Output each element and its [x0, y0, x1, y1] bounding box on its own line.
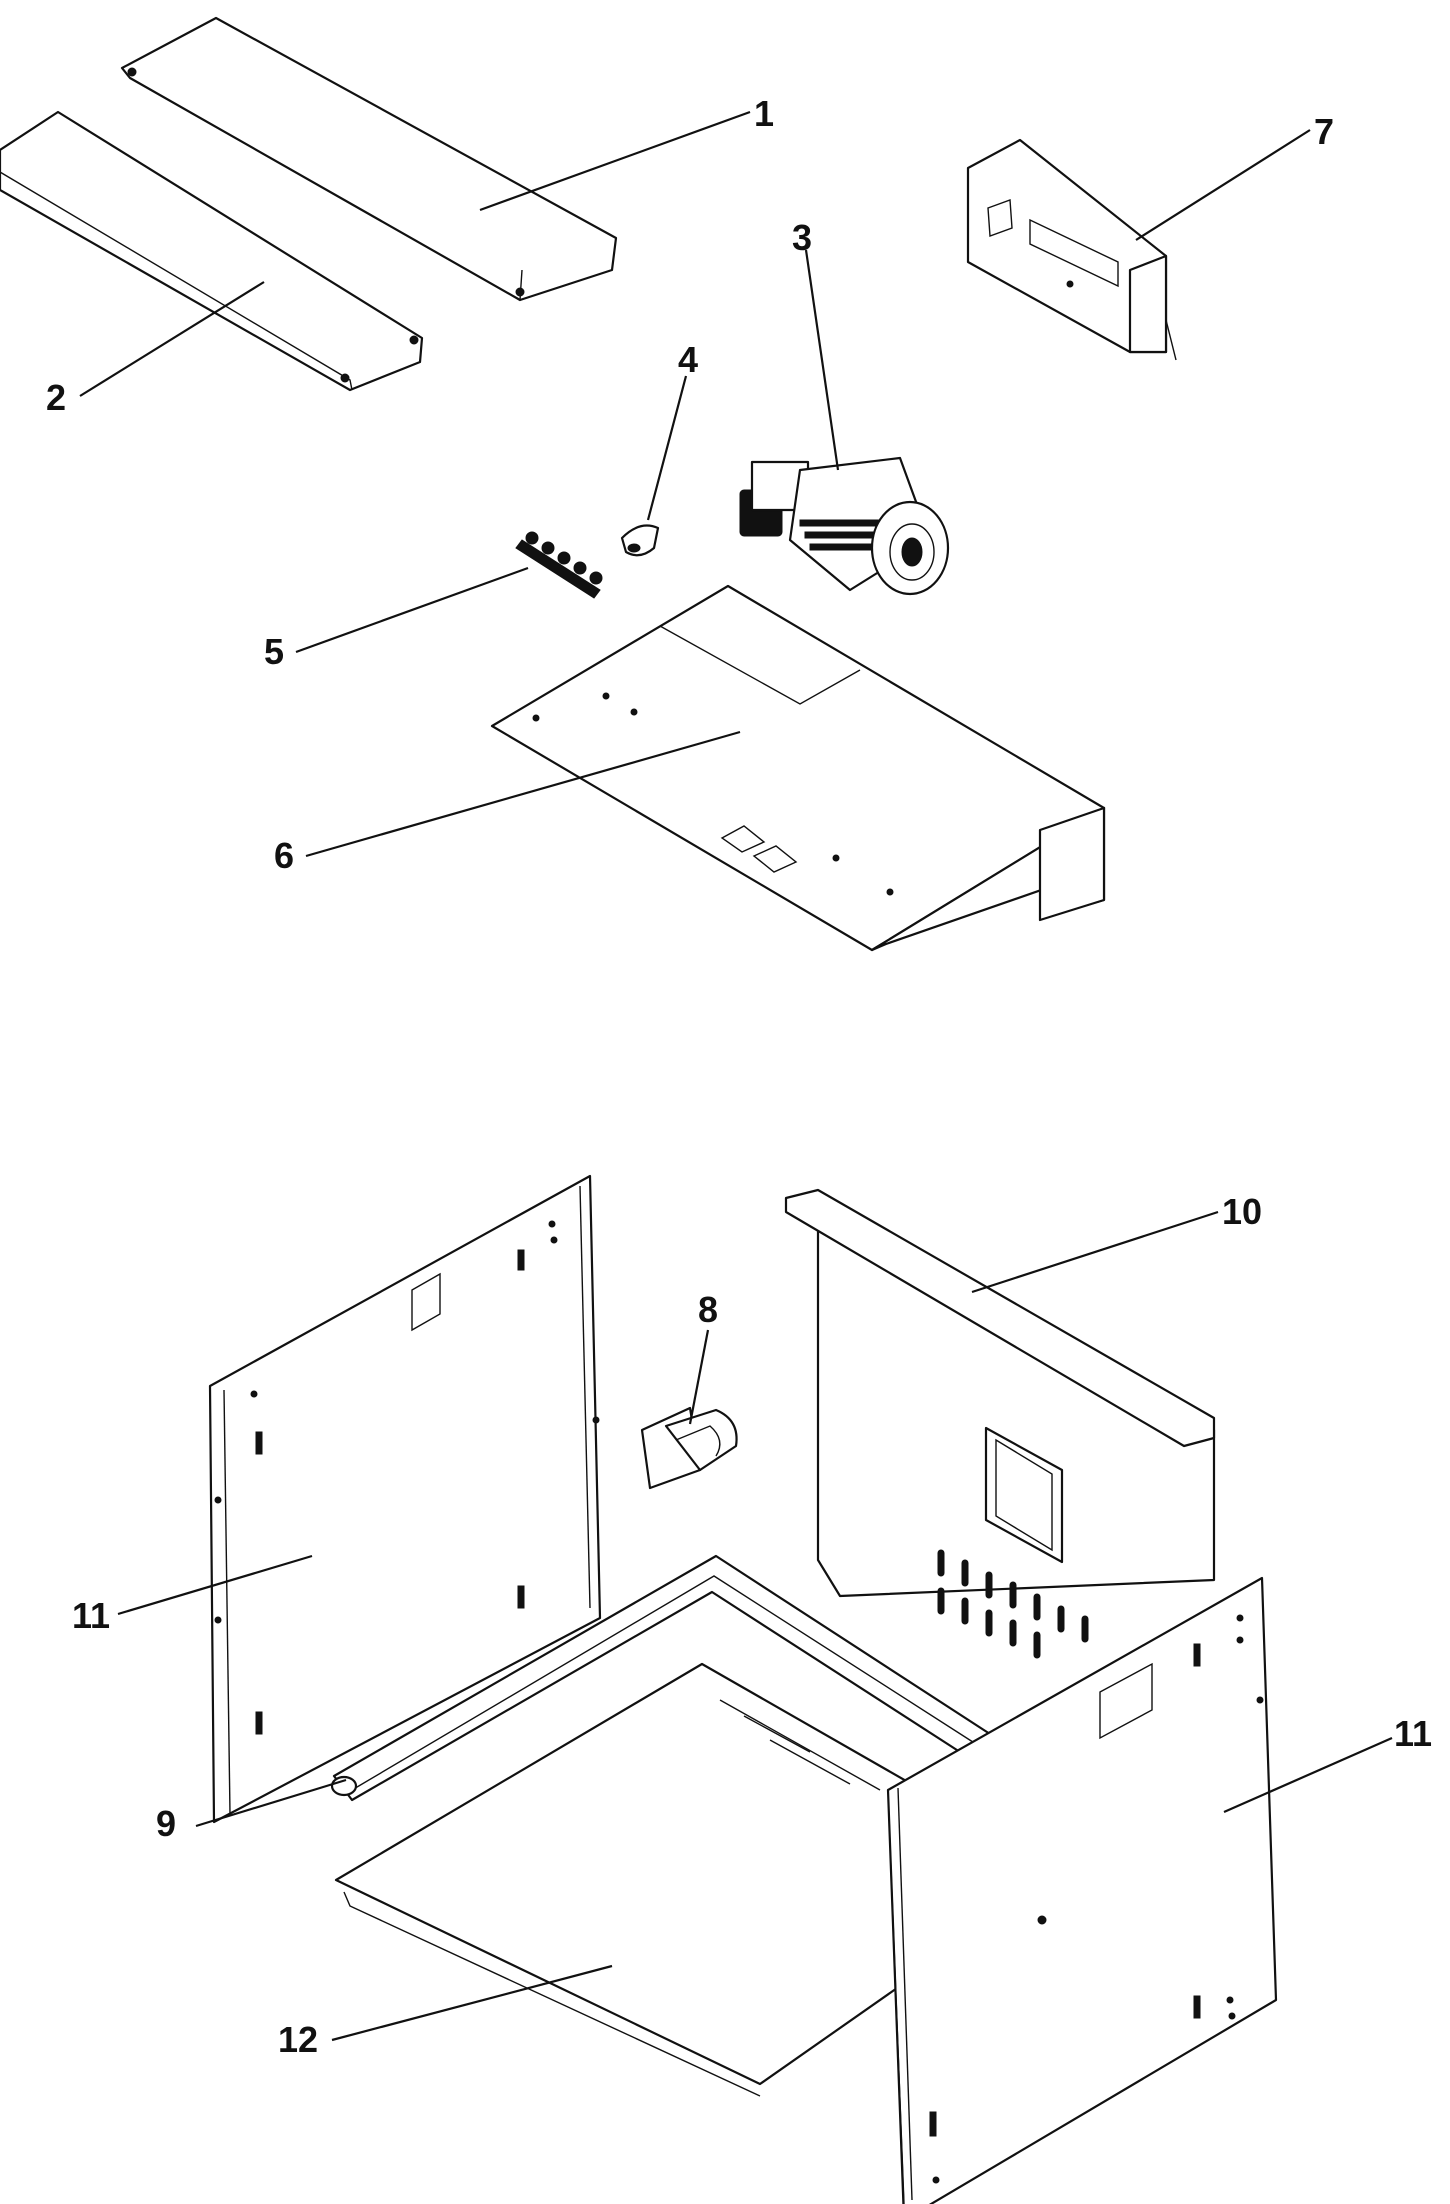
leader-8: [688, 1329, 710, 1425]
part-11-right-side-panel: [886, 1576, 1278, 2204]
callout-2: 2: [46, 377, 66, 418]
leader-3: [804, 249, 840, 471]
part-4-clip: [620, 524, 660, 557]
callout-5: 5: [264, 631, 284, 672]
callout-11-right: 11: [1394, 1713, 1432, 1754]
part-5-terminal-strip: [515, 531, 603, 599]
part-2-cover-panel: [0, 110, 424, 392]
callout-4: 4: [678, 339, 698, 380]
leader-6: [305, 730, 741, 858]
part-11-left-side-panel: [208, 1174, 602, 1824]
callout-3: 3: [792, 217, 812, 258]
leader-1: [479, 110, 751, 212]
leader-9: [195, 1778, 347, 1828]
callout-12: 12: [278, 2019, 318, 2060]
leader-5: [295, 566, 529, 654]
part-6-mounting-plate: [490, 584, 1106, 952]
callout-9: 9: [156, 1803, 176, 1844]
leader-2: [79, 281, 265, 397]
leader-10: [971, 1210, 1219, 1294]
callout-11-left: 11: [72, 1595, 110, 1636]
callout-10: 10: [1222, 1191, 1262, 1232]
leader-4: [646, 375, 688, 521]
callout-6: 6: [274, 835, 294, 876]
part-8-bracket: [640, 1406, 738, 1490]
part-3-fan-motor: [739, 456, 950, 596]
part-1-top-cover: [120, 16, 618, 302]
callout-8: 8: [698, 1289, 718, 1330]
leader-12: [331, 1964, 613, 2042]
part-7-control-box: [966, 138, 1177, 361]
part-10-rear-panel: [784, 1188, 1216, 1659]
leader-11a: [117, 1554, 313, 1616]
leader-7: [1135, 129, 1311, 241]
callout-labels: 1 2 3 4 5 6 7 8 9 10 11 11 12: [46, 93, 1432, 2060]
leader-11b: [1223, 1736, 1393, 1814]
callout-7: 7: [1314, 111, 1334, 152]
leader-lines: [79, 110, 1393, 2042]
callout-1: 1: [754, 93, 774, 134]
